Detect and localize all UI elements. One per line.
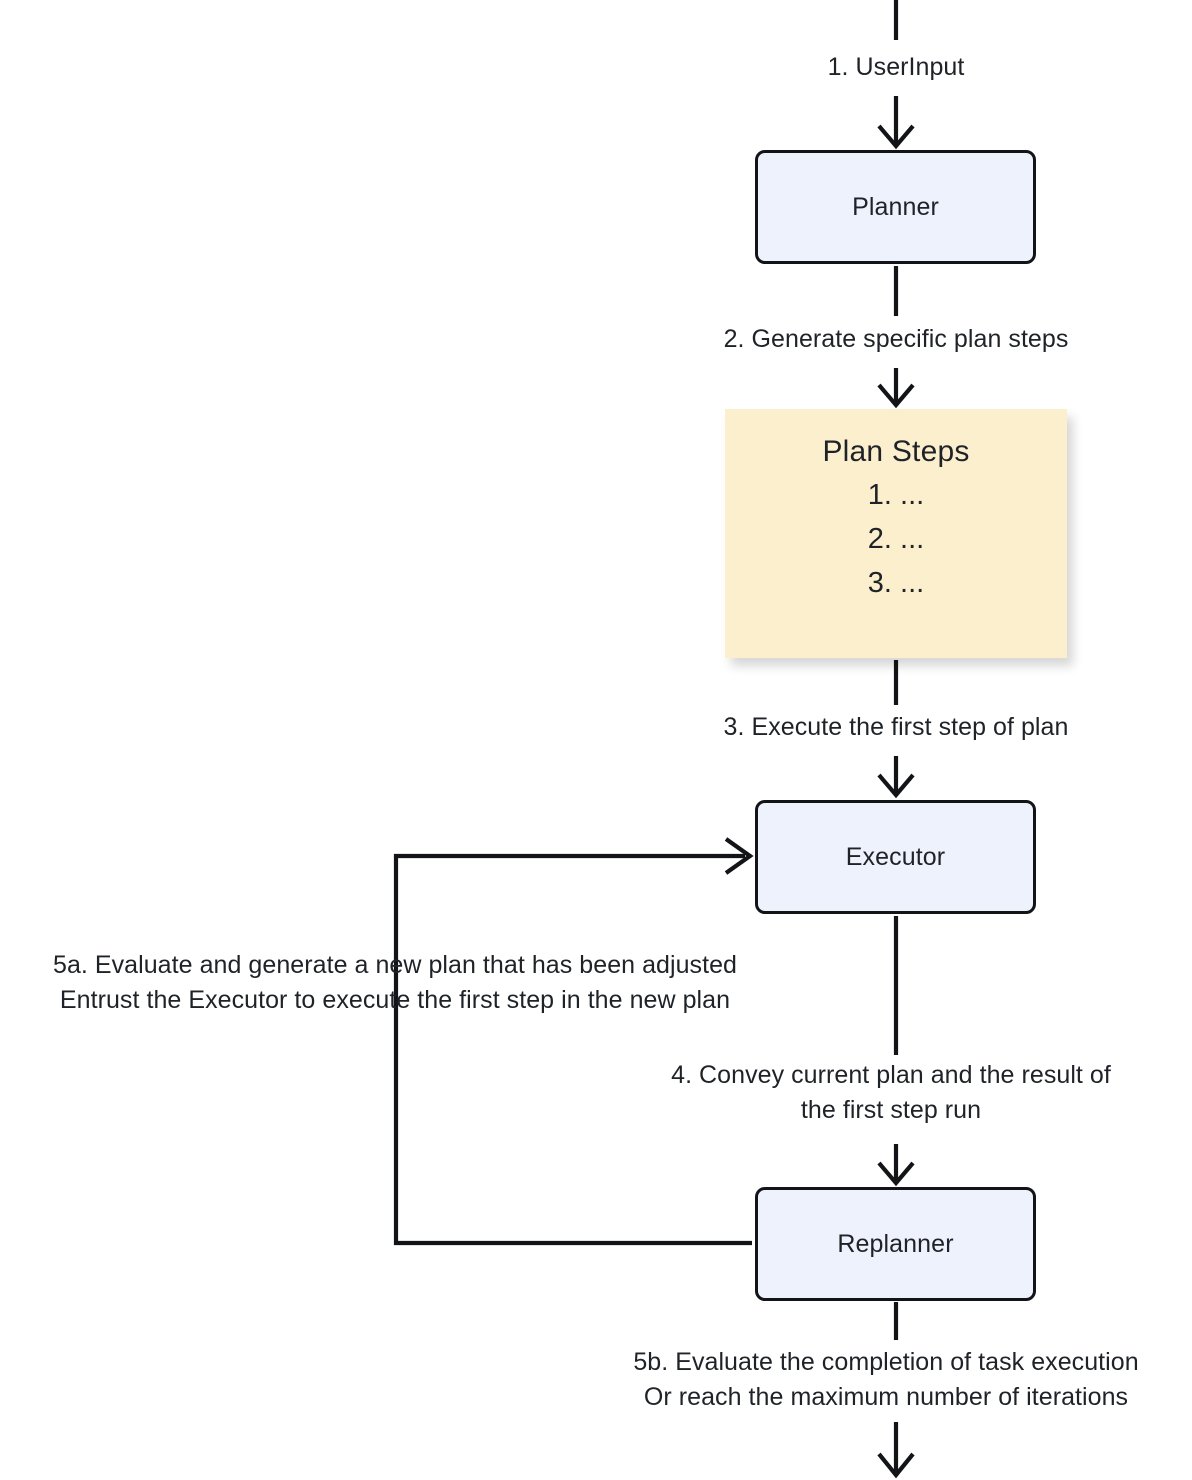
edge-replanner-arrowhead [877, 1161, 915, 1187]
edge-feedback-loop [393, 853, 752, 1246]
node-executor-label: Executor [845, 842, 946, 871]
list-item: 2. ... [867, 523, 925, 556]
node-plan-steps[interactable]: Plan Steps 1. ... 2. ... 3. ... [725, 409, 1067, 658]
node-planner-label: Planner [852, 192, 939, 221]
node-plan-steps-list: 1. ... 2. ... 3. ... [868, 473, 924, 605]
edge-end-arrowhead [877, 1452, 915, 1479]
edge-label-2-generate-plan-steps: 2. Generate specific plan steps [723, 325, 1069, 353]
node-planner[interactable]: Planner [755, 150, 1036, 264]
edge-feedback-arrowhead [724, 837, 754, 875]
list-item: 1. ... [867, 479, 925, 511]
edge-executor-arrowhead [877, 773, 915, 799]
edge-label-5a-replan-feedback: 5a. Evaluate and generate a new plan tha… [52, 951, 738, 1014]
edge-userinput-arrowhead [877, 124, 915, 150]
edge-label-5b-evaluate-completion: 5b. Evaluate the completion of task exec… [633, 1348, 1139, 1411]
node-replanner[interactable]: Replanner [755, 1187, 1036, 1301]
edge-label-3-execute-first-step: 3. Execute the first step of plan [723, 713, 1069, 741]
list-item: 3. ... [867, 567, 925, 600]
edge-label-4-convey-plan-result: 4. Convey current plan and the result of… [671, 1061, 1111, 1124]
edge-label-1-userinput: 1. UserInput [827, 53, 965, 81]
node-plan-steps-title: Plan Steps [822, 435, 970, 468]
node-replanner-label: Replanner [837, 1229, 954, 1258]
edge-planstep-arrowhead [877, 383, 915, 409]
node-executor[interactable]: Executor [755, 800, 1036, 914]
